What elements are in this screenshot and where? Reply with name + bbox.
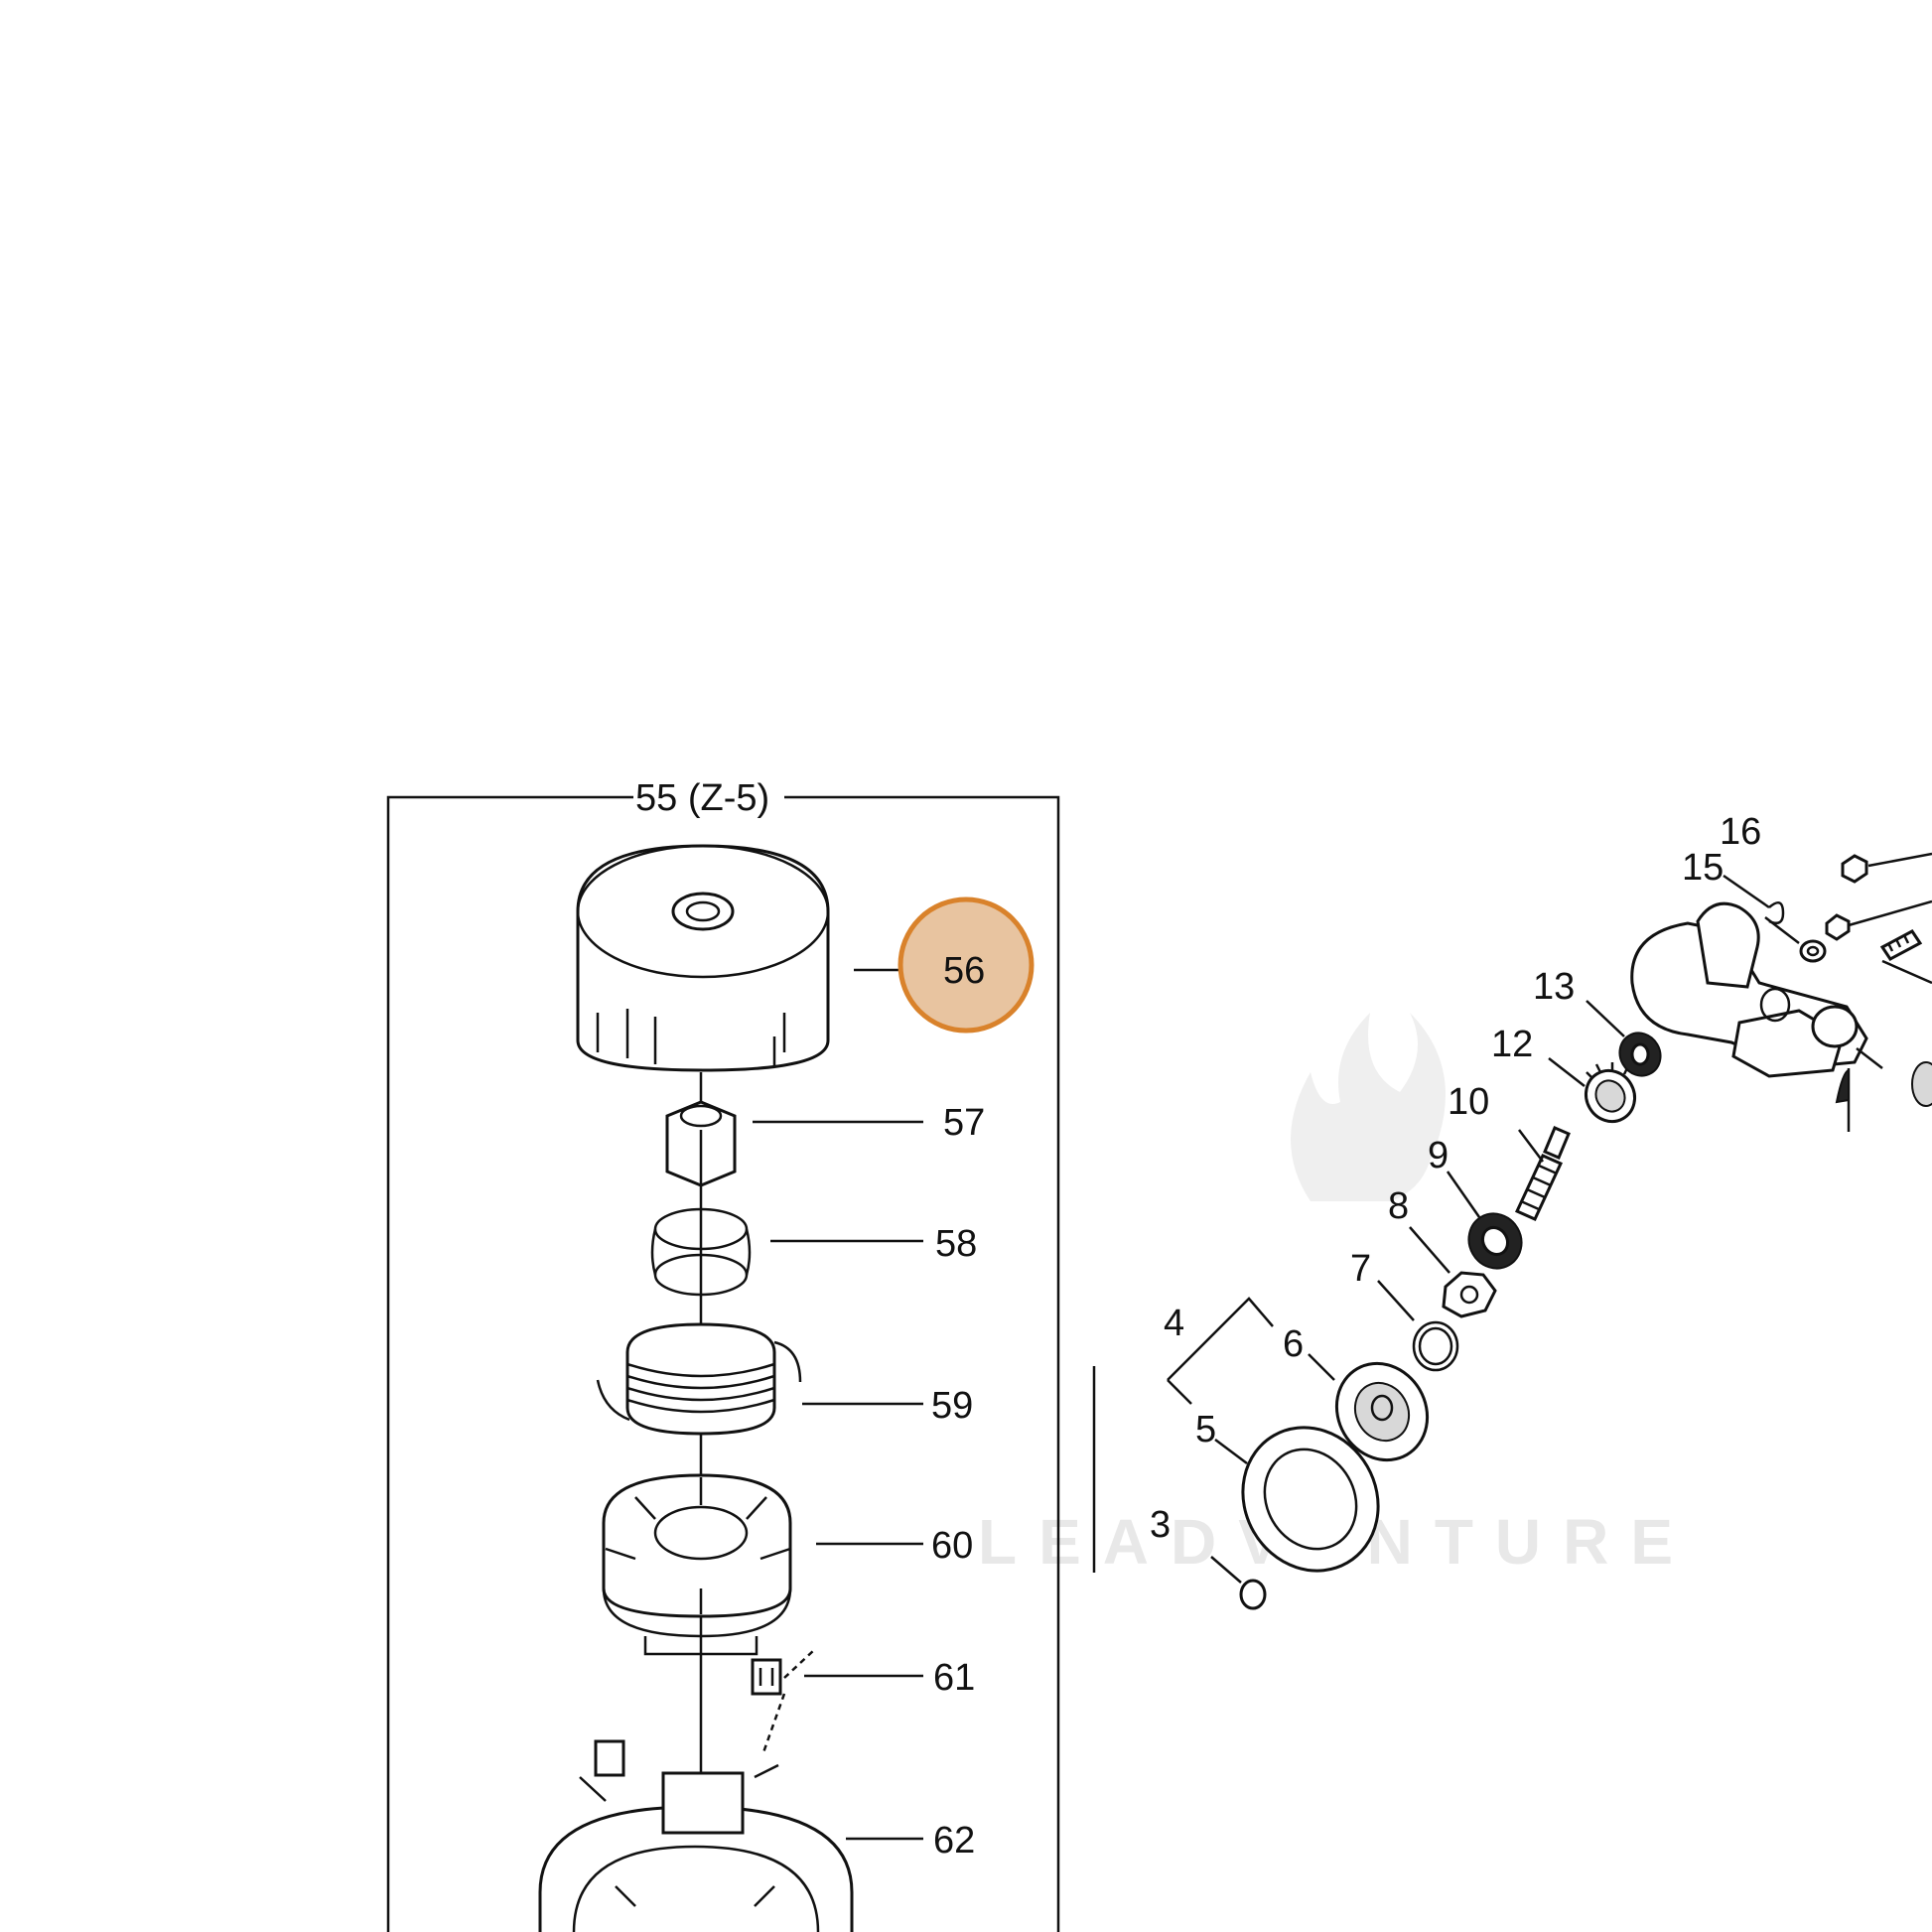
callout-3: 3 bbox=[1150, 1504, 1171, 1546]
callout-59: 59 bbox=[931, 1385, 973, 1427]
part-6-holder[interactable] bbox=[1319, 1347, 1445, 1477]
callout-8: 8 bbox=[1388, 1185, 1409, 1227]
callout-10: 10 bbox=[1448, 1081, 1489, 1123]
callout-56: 56 bbox=[943, 950, 985, 992]
part-3-ring[interactable] bbox=[1239, 1579, 1267, 1610]
part-10-shaft[interactable] bbox=[1514, 1126, 1571, 1221]
leader-6 bbox=[1308, 1353, 1335, 1381]
callout-4: 4 bbox=[1164, 1303, 1184, 1344]
leader-15 bbox=[1723, 874, 1770, 909]
assembly-frame: 55 (Z-5) bbox=[386, 777, 1060, 1932]
callout-62: 62 bbox=[933, 1820, 975, 1862]
part-59-spool[interactable] bbox=[596, 1322, 802, 1436]
part-57-nut[interactable] bbox=[665, 1100, 737, 1187]
callout-13: 13 bbox=[1533, 966, 1575, 1008]
callout-6: 6 bbox=[1283, 1323, 1304, 1365]
part-60-hub[interactable] bbox=[602, 1473, 792, 1656]
leader-8 bbox=[1409, 1226, 1450, 1274]
leader-5 bbox=[1214, 1439, 1248, 1464]
leader-3 bbox=[1210, 1556, 1242, 1584]
bolts[interactable] bbox=[1825, 852, 1932, 985]
leader-7 bbox=[1377, 1280, 1415, 1321]
part-56-cover[interactable] bbox=[576, 844, 830, 1072]
callout-16: 16 bbox=[1720, 811, 1761, 853]
part-12-gear[interactable] bbox=[1577, 1061, 1644, 1130]
callout-9: 9 bbox=[1428, 1135, 1449, 1176]
leader-13 bbox=[1586, 1000, 1625, 1037]
callout-58: 58 bbox=[935, 1223, 977, 1265]
callout-57: 57 bbox=[943, 1102, 985, 1144]
part-61-eyelet[interactable] bbox=[751, 1649, 815, 1756]
callout-12: 12 bbox=[1491, 1024, 1533, 1065]
assembly-label: 55 (Z-5) bbox=[635, 777, 769, 819]
callout-61: 61 bbox=[933, 1657, 975, 1699]
callout-5: 5 bbox=[1195, 1409, 1216, 1450]
part-15-clip[interactable] bbox=[1768, 900, 1785, 924]
part-5-plate[interactable] bbox=[1217, 1403, 1404, 1595]
part-58-spring[interactable] bbox=[650, 1207, 752, 1297]
bracket-4-lower bbox=[1167, 1379, 1192, 1405]
part-7-circlip[interactable] bbox=[1412, 1320, 1459, 1372]
part-13-bearing[interactable] bbox=[1612, 1026, 1669, 1083]
part-16-nut[interactable] bbox=[1799, 939, 1827, 963]
callout-7: 7 bbox=[1350, 1248, 1371, 1290]
callout-15: 15 bbox=[1682, 847, 1724, 889]
leader-12 bbox=[1548, 1057, 1586, 1087]
part-8-washer[interactable] bbox=[1442, 1271, 1497, 1318]
part-62-housing[interactable] bbox=[538, 1739, 854, 1932]
part-9-bearing[interactable] bbox=[1458, 1204, 1531, 1278]
bracket-4 bbox=[1167, 1297, 1274, 1381]
leader-10 bbox=[1518, 1129, 1544, 1163]
leader-9 bbox=[1446, 1171, 1481, 1218]
part-56-highlight[interactable]: 56 bbox=[897, 897, 1035, 1034]
callout-60: 60 bbox=[931, 1525, 973, 1567]
gear-case[interactable] bbox=[1630, 901, 1932, 1132]
